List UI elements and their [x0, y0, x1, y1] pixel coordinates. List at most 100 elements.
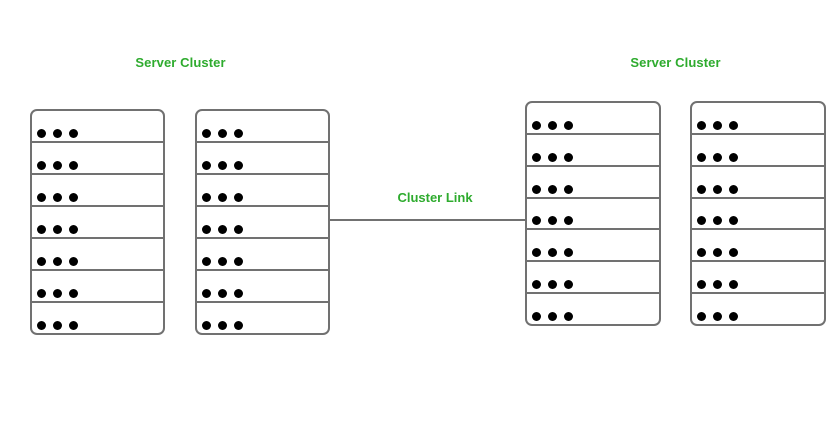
status-dot-icon: [69, 225, 78, 234]
rack-slot[interactable]: [527, 262, 659, 295]
rack-slot[interactable]: [197, 303, 328, 333]
rack-slot[interactable]: [692, 230, 824, 263]
status-dot-icon: [202, 193, 211, 202]
server-rack-3[interactable]: [525, 101, 661, 326]
status-dot-icon: [564, 152, 573, 162]
status-dot-icon: [697, 152, 706, 162]
slot-status-dots: [202, 289, 243, 298]
rack-slot[interactable]: [692, 262, 824, 295]
status-dot-icon: [532, 280, 541, 290]
status-dot-icon: [53, 225, 62, 234]
status-dot-icon: [202, 225, 211, 234]
status-dot-icon: [37, 193, 46, 202]
rack-slot[interactable]: [692, 103, 824, 135]
status-dot-icon: [532, 120, 541, 130]
status-dot-icon: [218, 129, 227, 138]
slot-status-dots: [697, 312, 738, 322]
rack-slot[interactable]: [692, 199, 824, 231]
rack-slot[interactable]: [692, 167, 824, 199]
rack-slot[interactable]: [32, 303, 163, 333]
status-dot-icon: [202, 321, 211, 330]
status-dot-icon: [713, 312, 722, 322]
slot-status-dots: [532, 248, 573, 258]
status-dot-icon: [697, 216, 706, 226]
slot-status-dots: [202, 225, 243, 234]
cluster-link-connector: [330, 219, 525, 221]
slot-status-dots: [697, 152, 738, 162]
rack-slot[interactable]: [32, 175, 163, 207]
status-dot-icon: [202, 129, 211, 138]
server-rack-2[interactable]: [195, 109, 330, 335]
rack-slot[interactable]: [197, 239, 328, 271]
status-dot-icon: [548, 248, 557, 258]
rack-slot[interactable]: [527, 199, 659, 231]
rack-slot[interactable]: [32, 239, 163, 271]
status-dot-icon: [729, 152, 738, 162]
rack-slot[interactable]: [32, 271, 163, 303]
rack-slot[interactable]: [32, 207, 163, 239]
rack-slot[interactable]: [197, 207, 328, 239]
cluster-label-left: Server Cluster: [135, 55, 226, 70]
cluster-link-label: Cluster Link: [397, 190, 473, 205]
status-dot-icon: [202, 257, 211, 266]
status-dot-icon: [53, 193, 62, 202]
status-dot-icon: [234, 225, 243, 234]
status-dot-icon: [713, 120, 722, 130]
status-dot-icon: [532, 184, 541, 194]
status-dot-icon: [548, 152, 557, 162]
slot-status-dots: [202, 129, 243, 138]
status-dot-icon: [564, 248, 573, 258]
status-dot-icon: [218, 257, 227, 266]
status-dot-icon: [37, 161, 46, 170]
rack-slot[interactable]: [527, 294, 659, 324]
status-dot-icon: [37, 257, 46, 266]
status-dot-icon: [69, 193, 78, 202]
rack-slot[interactable]: [527, 135, 659, 167]
status-dot-icon: [532, 312, 541, 322]
status-dot-icon: [69, 257, 78, 266]
rack-slot[interactable]: [197, 111, 328, 143]
slot-status-dots: [697, 248, 738, 258]
rack-slot[interactable]: [197, 143, 328, 175]
status-dot-icon: [548, 280, 557, 290]
status-dot-icon: [69, 289, 78, 298]
status-dot-icon: [564, 184, 573, 194]
cluster-label-right: Server Cluster: [630, 55, 721, 70]
status-dot-icon: [218, 225, 227, 234]
slot-status-dots: [532, 184, 573, 194]
slot-status-dots: [37, 193, 78, 202]
server-rack-1[interactable]: [30, 109, 165, 335]
status-dot-icon: [713, 248, 722, 258]
rack-slot[interactable]: [527, 103, 659, 135]
status-dot-icon: [53, 129, 62, 138]
rack-slot[interactable]: [527, 230, 659, 263]
rack-slot[interactable]: [197, 175, 328, 207]
status-dot-icon: [548, 184, 557, 194]
rack-slot[interactable]: [692, 294, 824, 324]
status-dot-icon: [234, 289, 243, 298]
status-dot-icon: [218, 321, 227, 330]
rack-slot[interactable]: [32, 143, 163, 175]
slot-status-dots: [37, 321, 78, 330]
status-dot-icon: [713, 280, 722, 290]
rack-slot[interactable]: [32, 111, 163, 143]
slot-status-dots: [532, 216, 573, 226]
rack-slot[interactable]: [197, 271, 328, 303]
slot-status-dots: [202, 193, 243, 202]
status-dot-icon: [697, 248, 706, 258]
status-dot-icon: [37, 321, 46, 330]
slot-status-dots: [202, 257, 243, 266]
status-dot-icon: [729, 120, 738, 130]
rack-slot[interactable]: [527, 167, 659, 199]
status-dot-icon: [713, 152, 722, 162]
server-rack-4[interactable]: [690, 101, 826, 326]
status-dot-icon: [69, 129, 78, 138]
slot-status-dots: [37, 289, 78, 298]
slot-status-dots: [532, 312, 573, 322]
slot-status-dots: [697, 280, 738, 290]
status-dot-icon: [697, 120, 706, 130]
rack-slot[interactable]: [692, 135, 824, 167]
status-dot-icon: [729, 216, 738, 226]
status-dot-icon: [713, 184, 722, 194]
status-dot-icon: [548, 120, 557, 130]
